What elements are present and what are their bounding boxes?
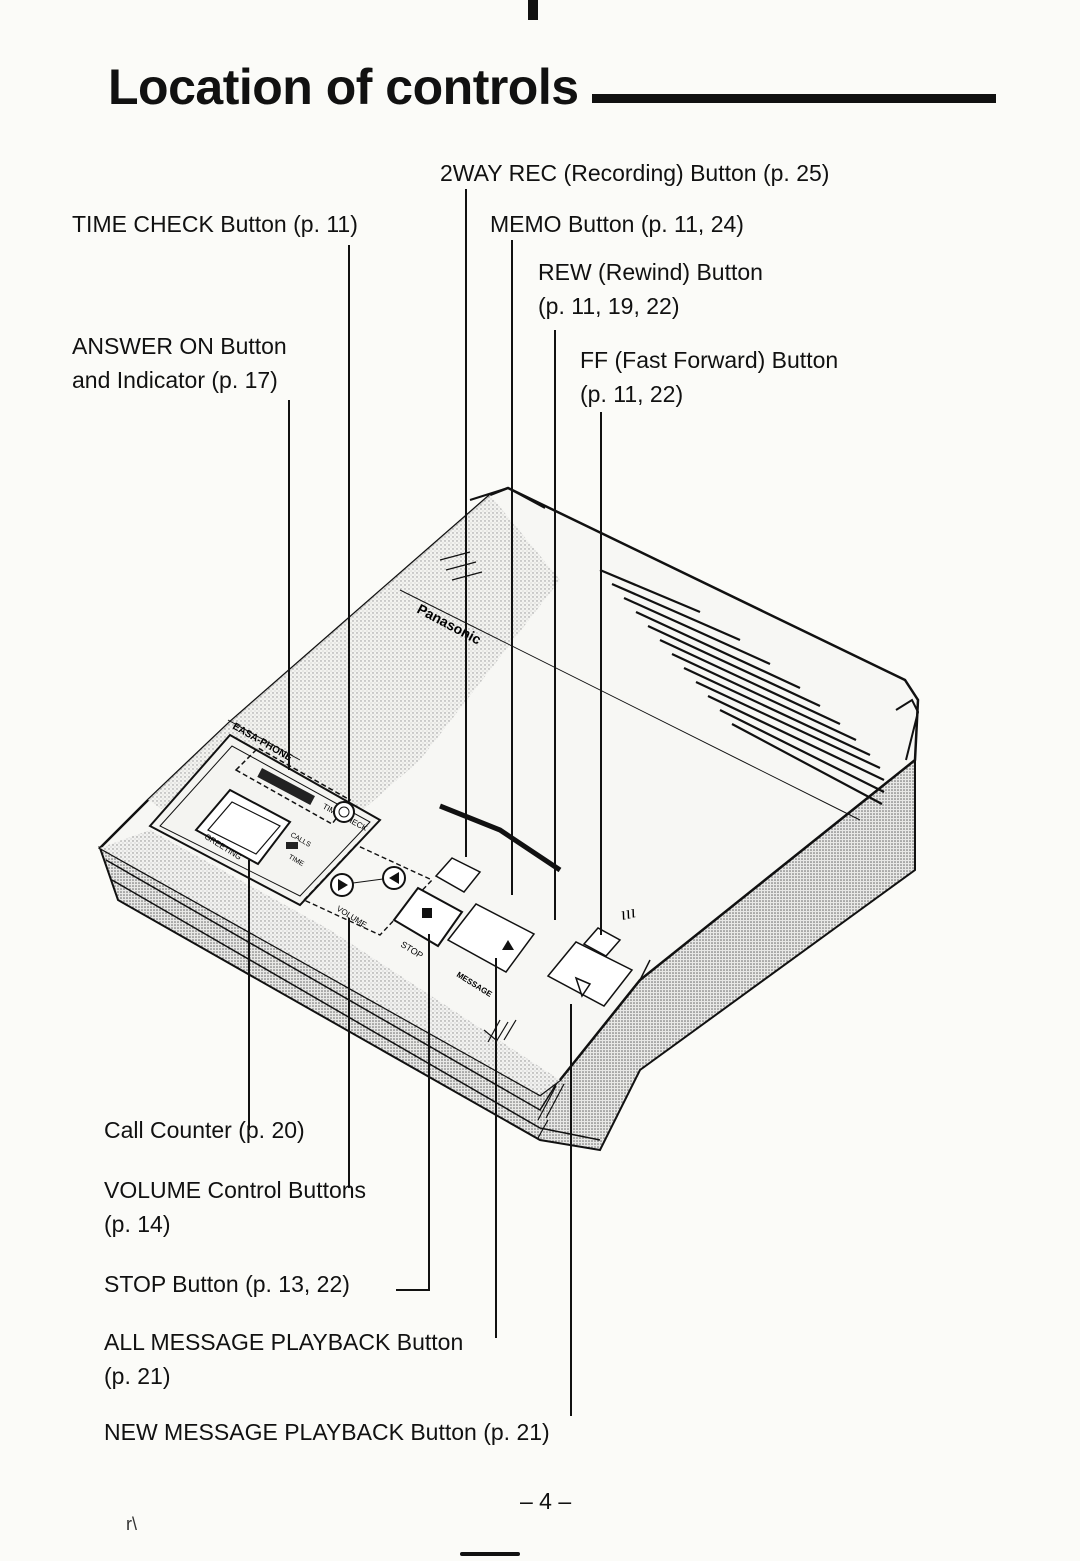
leader-all-message — [495, 958, 497, 1338]
title-rule — [592, 94, 996, 103]
leader-memo — [511, 240, 513, 895]
new-message-button-drawing — [546, 941, 634, 1007]
label-call-counter: Call Counter (p. 20) — [104, 1117, 305, 1143]
scan-mark-top — [528, 0, 538, 20]
speaker-grille — [599, 568, 885, 805]
label-rew-2: (p. 11, 19, 22) — [538, 293, 680, 319]
label-time-check: TIME CHECK Button (p. 11) — [72, 211, 358, 237]
call-counter-window — [194, 788, 292, 866]
label-volume-1: VOLUME Control Buttons — [104, 1177, 367, 1203]
leader-twoway-rec — [465, 189, 467, 857]
leader-call-counter — [248, 860, 250, 1130]
leader-rew — [554, 330, 556, 920]
leader-volume — [348, 918, 350, 1188]
label-stop: STOP Button (p. 13, 22) — [104, 1271, 350, 1297]
label-rew-1: REW (Rewind) Button — [538, 259, 763, 285]
label-ff-2: (p. 11, 22) — [580, 381, 684, 407]
leader-stop — [428, 934, 430, 1291]
page-number: – 4 – — [520, 1488, 572, 1514]
label-ff-1: FF (Fast Forward) Button — [580, 347, 839, 373]
label-all-message-1: ALL MESSAGE PLAYBACK Button — [104, 1329, 464, 1355]
page-title: Location of controls — [108, 59, 579, 115]
leader-ff — [600, 412, 602, 935]
leader-answer-on — [288, 400, 290, 770]
label-volume-2: (p. 14) — [104, 1211, 171, 1237]
label-new-message: NEW MESSAGE PLAYBACK Button (p. 21) — [104, 1419, 550, 1445]
svg-text:ııı: ııı — [619, 901, 638, 924]
all-message-button-drawing — [446, 903, 536, 973]
label-answer-on-2: and Indicator (p. 17) — [72, 367, 278, 393]
leader-new-message — [570, 1004, 572, 1416]
leader-time-check — [348, 245, 350, 801]
label-all-message-2: (p. 21) — [104, 1363, 171, 1389]
label-memo: MEMO Button (p. 11, 24) — [490, 211, 744, 237]
label-twoway-rec: 2WAY REC (Recording) Button (p. 25) — [440, 160, 830, 186]
time-check-button-drawing — [333, 801, 355, 823]
corner-mark: r\ — [126, 1514, 137, 1534]
label-answer-on-1: ANSWER ON Button — [72, 333, 287, 359]
scan-mark-bottom — [460, 1552, 520, 1556]
leader-stop-tick — [396, 1289, 430, 1291]
